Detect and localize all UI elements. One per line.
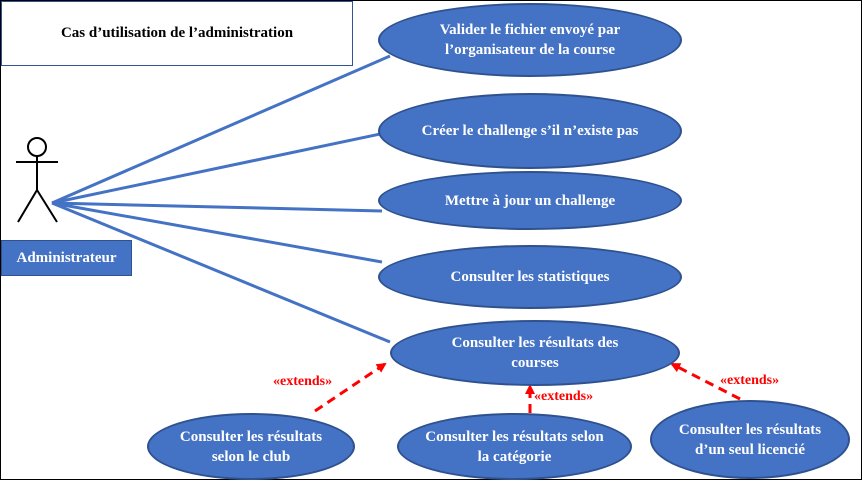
association-line-uc1 bbox=[51, 54, 391, 205]
actor-head bbox=[27, 137, 47, 157]
usecase-resultats-club: Consulter les résultats selon le club bbox=[147, 413, 355, 480]
extends-arrow-licencie bbox=[670, 362, 741, 401]
extends-label-licencie: «extends» bbox=[720, 373, 780, 388]
actor-left-leg bbox=[17, 189, 38, 223]
association-line-uc3 bbox=[51, 201, 383, 213]
extends-label-club: «extends» bbox=[273, 374, 333, 389]
actor-right-leg bbox=[36, 189, 58, 223]
association-line-uc2 bbox=[51, 131, 386, 205]
usecase-resultats-categorie: Consulter les résultats selon la catégor… bbox=[397, 413, 632, 480]
association-line-uc4 bbox=[51, 201, 383, 264]
usecase-resultats-licencie: Consulter les résultats d’un seul licenc… bbox=[650, 400, 850, 479]
diagram-title: Cas d’utilisation de l’administration bbox=[1, 1, 353, 66]
usecase-mettre-a-jour-challenge: Mettre à jour un challenge bbox=[378, 171, 682, 230]
extends-label-categorie: «extends» bbox=[534, 389, 594, 404]
usecase-consulter-statistiques: Consulter les statistiques bbox=[378, 245, 682, 309]
usecase-consulter-resultats-courses: Consulter les résultats des courses bbox=[390, 320, 680, 386]
actor-label: Administrateur bbox=[1, 240, 132, 276]
usecase-valider-fichier: Valider le fichier envoyé par l’organisa… bbox=[378, 3, 682, 77]
actor-figure bbox=[16, 137, 58, 223]
association-line-uc5 bbox=[51, 201, 391, 344]
usecase-creer-challenge: Créer le challenge s’il n’existe pas bbox=[378, 93, 682, 169]
